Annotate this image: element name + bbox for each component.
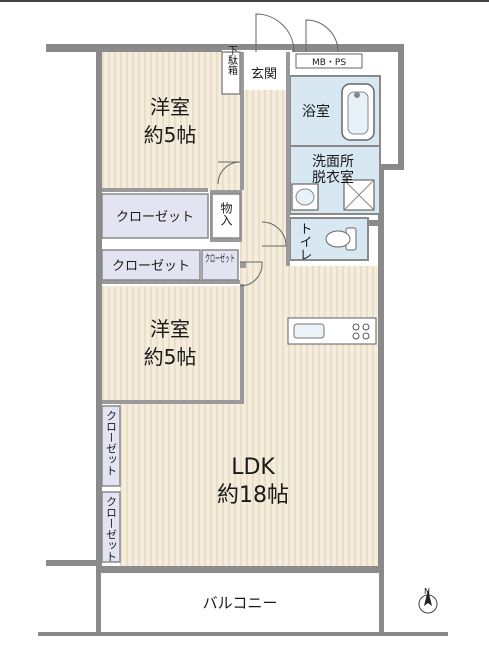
meter-box-label: MB・PS [312, 58, 346, 68]
room-floors [102, 52, 378, 566]
top-border [0, 0, 489, 2]
toilet-icon [325, 227, 357, 251]
kitchen-counter [287, 317, 377, 345]
washroom-label-2: 脱衣室 [312, 169, 354, 186]
ldk-size: 約18帖 [217, 483, 289, 508]
compass-label: N [424, 587, 430, 596]
outer-walls [38, 44, 448, 636]
door-swings [217, 13, 339, 287]
storage-label: 物入 [219, 202, 233, 226]
closet-5-label: クローゼット [105, 496, 118, 562]
closet-4-label: クローゼット [105, 410, 118, 476]
washroom-label-1: 洗面所 [312, 154, 354, 170]
room-1-name: 洋室 [150, 95, 190, 119]
closets [101, 193, 241, 563]
room-2-name: 洋室 [150, 317, 190, 341]
closet-2-label: クローゼット [112, 259, 190, 274]
balcony-area [101, 573, 379, 632]
shoe-box [221, 51, 241, 95]
shoe-box-label: 下駄箱 [226, 45, 238, 76]
room-1-size: 約5帖 [144, 123, 197, 147]
meter-box [295, 53, 363, 69]
closet-1-label: クローゼット [116, 210, 194, 225]
bathtub-icon [341, 83, 375, 141]
bathroom-label: 浴室 [302, 103, 330, 120]
room-2-size: 約5帖 [144, 345, 197, 369]
balcony-label: バルコニー [203, 594, 278, 612]
wash-basin-icon [291, 183, 319, 211]
ldk-name: LDK [231, 455, 275, 480]
toilet-label: トイレ [297, 222, 312, 261]
entrance-label: 玄関 [251, 67, 277, 82]
washer-space-icon [343, 179, 375, 211]
closet-3-label: クローゼット [205, 253, 235, 265]
north-compass: N [418, 587, 438, 614]
